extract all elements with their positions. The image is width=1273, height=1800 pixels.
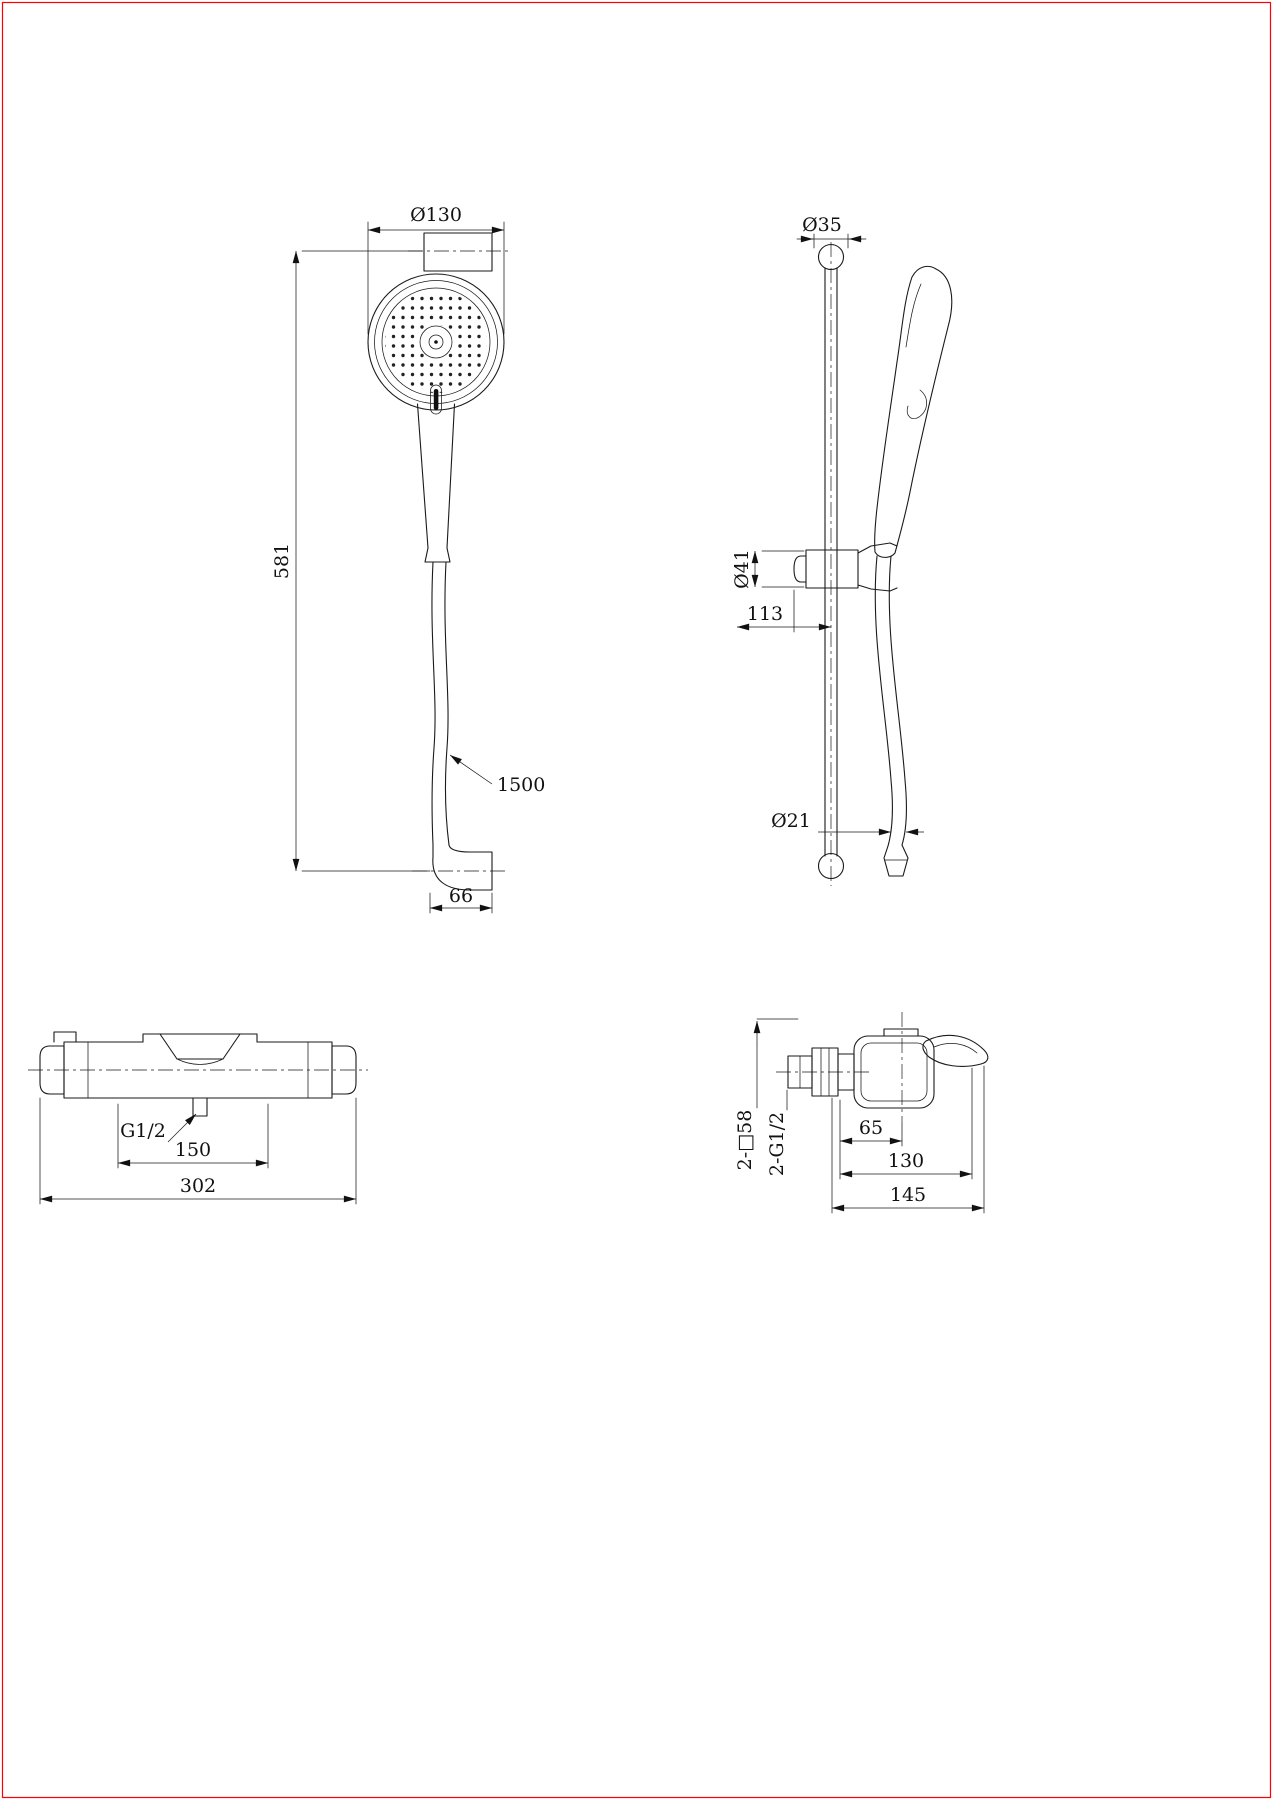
- view-hand-shower-front: [367, 232, 508, 891]
- dims-mixer-side: 2-□58 2-G1/2 65 130 145: [734, 1018, 985, 1214]
- dim-holder-offset: 113: [747, 603, 783, 625]
- shower-hose-side: [874, 555, 909, 877]
- shower-handle: [416, 403, 456, 563]
- lever-handle: [922, 1034, 989, 1067]
- handle-hook: [906, 389, 927, 420]
- mode-switch-slot: [430, 384, 442, 415]
- bar-bottom-end: [817, 852, 845, 880]
- rail-top-bracket: [423, 232, 493, 272]
- shower-head-face: [367, 273, 505, 415]
- holder-cradle: [857, 542, 898, 592]
- body-top-cap: [883, 1028, 919, 1037]
- override-button: [53, 1031, 77, 1043]
- mixer-body-side: [853, 1035, 935, 1109]
- dim-outlet-thread: G1/2: [120, 1120, 166, 1142]
- mode-switch-bar: [433, 389, 439, 410]
- shower-head-side-profile: [874, 265, 953, 558]
- dim-spout-reach: 130: [888, 1150, 924, 1172]
- dim-inlet-spacing: 150: [175, 1139, 211, 1161]
- dim-bracket-width: 66: [449, 885, 473, 907]
- dims-mixer-front: G1/2 150 302: [39, 1097, 357, 1205]
- view-hand-shower-side: [793, 242, 953, 886]
- bottom-outlet: [192, 1097, 208, 1117]
- dim-hose-diameter: Ø21: [771, 810, 811, 832]
- hose-end-connector: [883, 844, 909, 877]
- view-mixer-side: [776, 1012, 989, 1124]
- mixer-left-cap: [39, 1045, 65, 1095]
- dim-escutcheon-size: 2-□58: [734, 1110, 756, 1171]
- dim-hose-length: 1500: [497, 774, 545, 796]
- diverter-recess: [159, 1033, 241, 1060]
- bar-top-end: [817, 243, 845, 271]
- dim-inlet-thread: 2-G1/2: [766, 1112, 788, 1176]
- rail-bottom-bracket: [432, 844, 493, 891]
- dim-overall-height: 581: [271, 543, 293, 579]
- dim-overall-depth: 145: [890, 1184, 926, 1206]
- mixer-right-cap: [331, 1045, 357, 1095]
- dim-head-diameter: Ø130: [410, 204, 462, 226]
- dim-overall-width: 302: [180, 1175, 216, 1197]
- dim-bar-end-diameter: Ø35: [802, 214, 842, 236]
- slide-bar: [824, 267, 838, 857]
- dims-side-shower: Ø35 Ø41 113 Ø21: [731, 214, 924, 836]
- holder-knob: [793, 555, 807, 583]
- dims-front-shower: Ø130 581 1500 66: [271, 204, 545, 914]
- view-mixer-front: [28, 1031, 368, 1117]
- shower-hose-front: [431, 561, 493, 891]
- mixer-body: [63, 1033, 333, 1099]
- dim-body-offset: 65: [859, 1117, 883, 1139]
- dim-holder-diameter: Ø41: [731, 549, 753, 589]
- slider-holder: [793, 542, 898, 592]
